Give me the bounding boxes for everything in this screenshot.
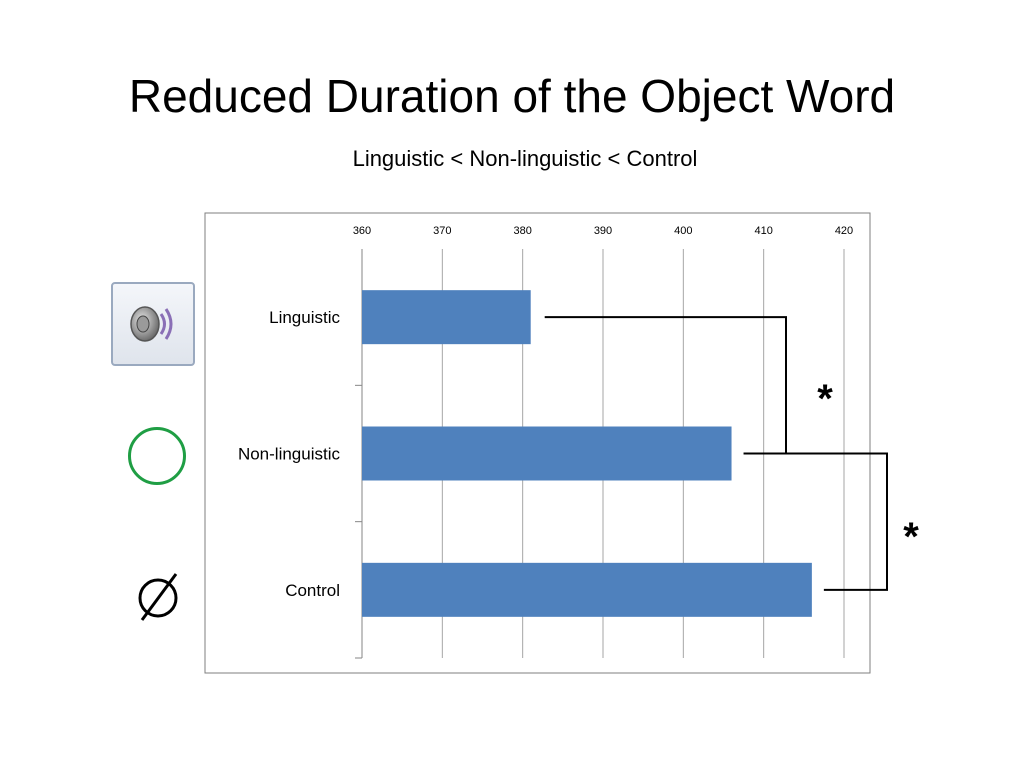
x-tick-label: 400 xyxy=(674,225,692,237)
x-tick-label: 420 xyxy=(835,225,853,237)
speaker-icon xyxy=(111,282,195,366)
empty-set-icon xyxy=(138,573,178,621)
category-label: Non-linguistic xyxy=(238,445,341,464)
significance-label: * xyxy=(903,515,919,559)
circle-icon xyxy=(128,427,186,485)
x-tick-label: 360 xyxy=(353,225,371,237)
slide-subtitle: Linguistic < Non-linguistic < Control xyxy=(352,146,698,171)
bar xyxy=(362,426,732,481)
significance-bracket xyxy=(745,452,888,591)
slide-title: Reduced Duration of the Object Word xyxy=(128,70,896,122)
x-tick-label: 410 xyxy=(754,225,772,237)
significance-label: * xyxy=(817,377,833,421)
x-tick-label: 380 xyxy=(513,225,531,237)
x-tick-label: 390 xyxy=(594,225,612,237)
bar xyxy=(362,290,531,345)
category-label: Linguistic xyxy=(269,308,340,327)
bar xyxy=(362,562,812,617)
x-tick-label: 370 xyxy=(433,225,451,237)
category-label: Control xyxy=(285,581,340,600)
